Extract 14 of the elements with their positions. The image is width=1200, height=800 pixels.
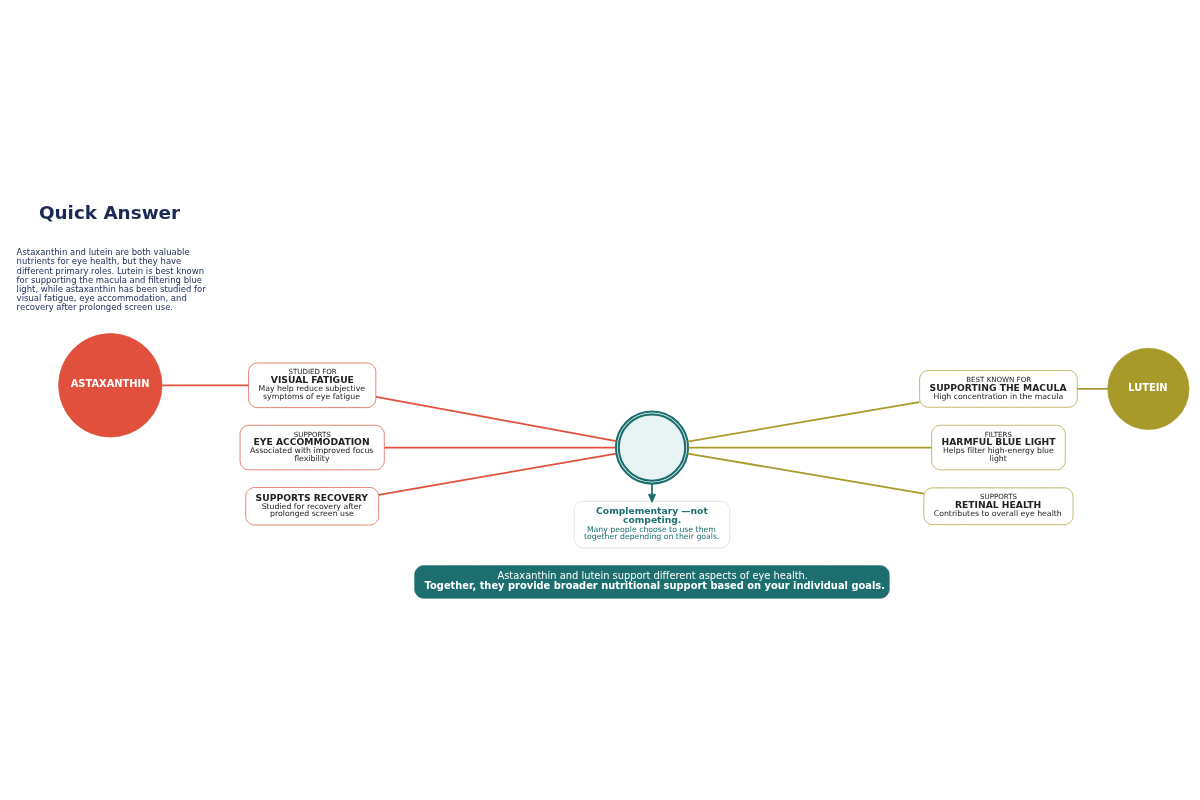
connector [161, 384, 250, 387]
node-box: Astaxanthin and lutein support different aspects of eye health. Together, they provide broader nutritional support based on your individual goals. [414, 565, 890, 599]
arrow [647, 482, 657, 503]
connector [377, 452, 618, 496]
connector [686, 452, 925, 495]
node-circle: LUTEIN [1107, 347, 1190, 430]
label: Quick Answer [38, 201, 181, 223]
label: Astaxanthin and lutein are both valuable nutrients for eye health, but they have different primary roles. Lutein is best known for supporting the macula and filtering blue light, while astaxanthin has been studied for visual fatigue, eye accommodation, and recovery after prolonged screen use. [16, 247, 206, 313]
connector [687, 446, 933, 449]
connector [383, 446, 617, 449]
connector [1076, 387, 1109, 390]
connector [375, 396, 618, 442]
connector [686, 401, 921, 443]
node-circle: ASTAXANTHIN [58, 333, 163, 438]
